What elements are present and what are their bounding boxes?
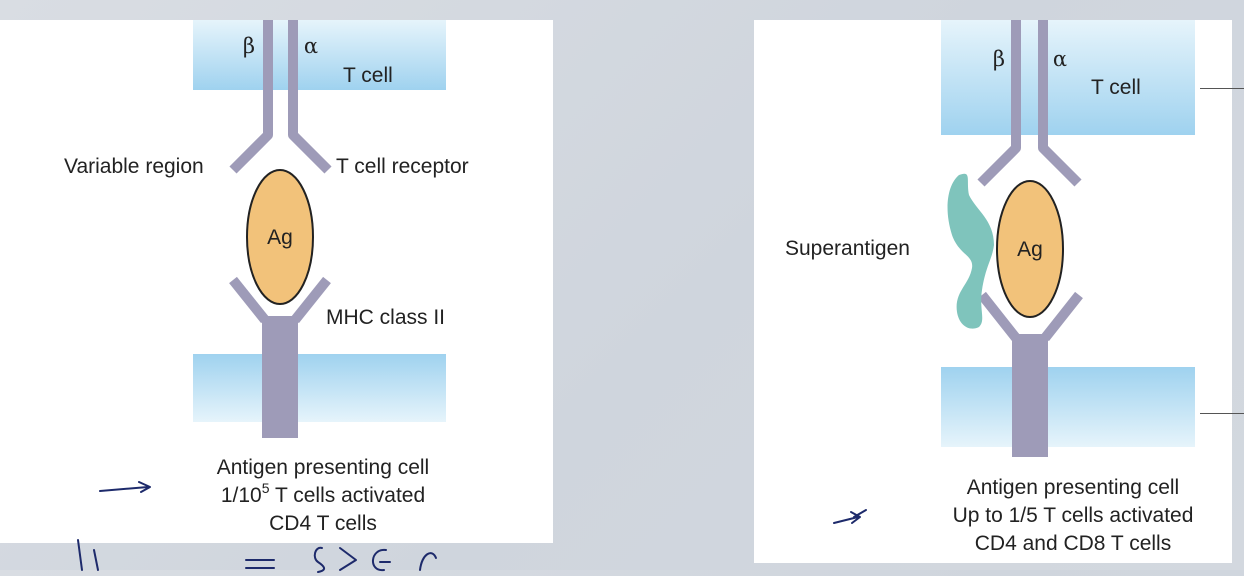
- tcr-beta-chain: [229, 20, 273, 174]
- superantigen-panel: Ag β α T cell Superantigen Antigen prese…: [754, 20, 1232, 563]
- mhc-arm-left: [978, 291, 1020, 342]
- handwritten-arrow-annotation: [833, 509, 867, 524]
- tcr-beta-chain: [977, 20, 1021, 187]
- tcr-alpha-chain: [288, 20, 332, 174]
- caption-line-1: Antigen presenting cell: [217, 456, 429, 479]
- superantigen-diagram: Ag β α T cell Superantigen Antigen prese…: [785, 20, 1195, 555]
- caption-line-2-sup: 5: [262, 480, 270, 496]
- beta-label: β: [243, 34, 255, 58]
- t-cell-membrane: [941, 20, 1195, 135]
- apc-membrane: [193, 354, 446, 422]
- caption-line-2: Up to 1/5 T cells activated: [953, 504, 1194, 527]
- scribble-strokes-6: [419, 552, 437, 571]
- t-cell-pointer-line: [1200, 88, 1244, 89]
- handwritten-arrow-annotation: [99, 481, 151, 493]
- t-cell-label: T cell: [343, 64, 393, 87]
- handwritten-scribble: [77, 539, 437, 573]
- t-cell-membrane: [193, 20, 446, 90]
- caption-line-2-base: 1/10: [221, 484, 262, 507]
- scribble-strokes-3: [313, 546, 325, 573]
- variable-region-label: Variable region: [64, 155, 204, 178]
- superantigen-label: Superantigen: [785, 237, 910, 260]
- caption-line-1: Antigen presenting cell: [967, 476, 1179, 499]
- alpha-label: α: [304, 34, 318, 58]
- mhc-class-ii-label: MHC class II: [326, 306, 445, 329]
- caption-line-2: 1/105 T cells activated: [221, 480, 425, 507]
- antigen-ellipse: [996, 180, 1064, 318]
- apc-pointer-line: [1200, 413, 1244, 414]
- antigen-label: Ag: [1017, 238, 1043, 261]
- conventional-antigen-diagram: Ag β α T cell Variable region T cell rec…: [64, 20, 469, 535]
- t-cell-label: T cell: [1091, 76, 1141, 99]
- caption-line-3: CD4 and CD8 T cells: [975, 532, 1171, 555]
- superantigen-shape: [947, 173, 994, 329]
- scribble-strokes-1: [77, 539, 99, 571]
- tcr-alpha-chain: [1038, 20, 1082, 187]
- mhc-class-ii-stem: [262, 316, 298, 438]
- alpha-label: α: [1053, 47, 1067, 71]
- antigen-ellipse: [246, 169, 314, 305]
- scribble-strokes-5: [372, 548, 391, 572]
- mhc-arm-left: [229, 276, 269, 324]
- scribble-strokes-2: [245, 559, 275, 569]
- mhc-class-ii-stem: [1012, 334, 1048, 457]
- conventional-antigen-panel: Ag β α T cell Variable region T cell rec…: [0, 20, 553, 543]
- mhc-arm-right: [291, 276, 331, 324]
- antigen-label: Ag: [267, 226, 293, 249]
- scribble-strokes-4: [339, 547, 357, 571]
- apc-membrane: [941, 367, 1195, 447]
- caption-line-3: CD4 T cells: [269, 512, 377, 535]
- caption-line-2-rest: T cells activated: [270, 484, 426, 507]
- mhc-arm-right: [1041, 291, 1083, 342]
- tcr-label: T cell receptor: [336, 155, 469, 178]
- beta-label: β: [993, 47, 1005, 71]
